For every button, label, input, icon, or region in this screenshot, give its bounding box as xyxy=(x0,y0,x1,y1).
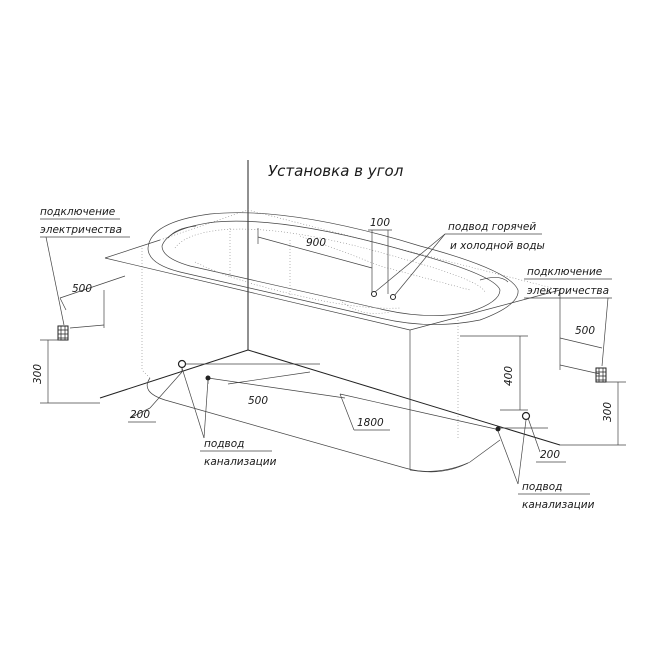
dimension-300-right: 300 xyxy=(560,381,626,446)
electric-right-label-1: подключение xyxy=(527,266,602,278)
drain-left-point-icon xyxy=(205,375,211,381)
dimension-400: 400 xyxy=(460,335,528,411)
room-corner xyxy=(99,160,561,446)
drain-right: подвод канализации xyxy=(495,411,595,511)
dim-400: 400 xyxy=(503,366,515,386)
dim-300-right: 300 xyxy=(602,402,614,422)
electric-socket-left-icon xyxy=(57,325,69,341)
dim-200-left: 200 xyxy=(130,409,150,421)
floor-dimensions: 200 500 1800 200 xyxy=(128,363,566,463)
electric-left-label-1: подключение xyxy=(40,206,115,218)
electric-left-label-2: электричества xyxy=(40,224,122,236)
drain-right-icon xyxy=(521,411,531,421)
drain-right-point-icon xyxy=(495,426,501,432)
diagram-title: Установка в угол xyxy=(268,162,404,180)
drain-right-label-1: подвод xyxy=(522,481,562,493)
drain-left: подвод канализации xyxy=(177,359,277,468)
dimension-500-left: 500 xyxy=(59,275,126,329)
bathtub-rim xyxy=(147,212,519,325)
bathtub-body xyxy=(104,209,561,473)
dim-500-bottom: 500 xyxy=(248,395,268,407)
drain-left-icon xyxy=(177,359,187,369)
drain-right-label-2: канализации xyxy=(522,499,595,511)
water-label-1: подвод горячей xyxy=(448,221,536,233)
water-supply: 100 подвод горячей и холодной воды xyxy=(368,217,545,300)
dimension-300-left: 300 xyxy=(32,339,100,404)
electric-socket-right-icon xyxy=(595,367,607,383)
dimension-900: 900 xyxy=(257,228,373,269)
electric-right-label-2: электричества xyxy=(527,285,609,297)
dim-500-left: 500 xyxy=(72,283,92,295)
dim-1800: 1800 xyxy=(357,417,384,429)
drain-left-label-1: подвод xyxy=(204,438,244,450)
drain-left-label-2: канализации xyxy=(204,456,277,468)
dimension-500-right: 500 xyxy=(559,325,603,375)
dim-100: 100 xyxy=(370,217,390,229)
dim-200-right: 200 xyxy=(540,449,560,461)
dim-900: 900 xyxy=(306,237,326,249)
dim-300-left: 300 xyxy=(32,364,44,384)
cold-water-pipe-icon xyxy=(390,294,396,300)
electric-connection-left: подключение электричества xyxy=(40,206,130,341)
dim-500-right: 500 xyxy=(575,325,595,337)
hot-water-pipe-icon xyxy=(371,291,377,297)
water-label-2: и холодной воды xyxy=(450,240,545,252)
electric-connection-right: подключение электричества xyxy=(524,266,612,383)
